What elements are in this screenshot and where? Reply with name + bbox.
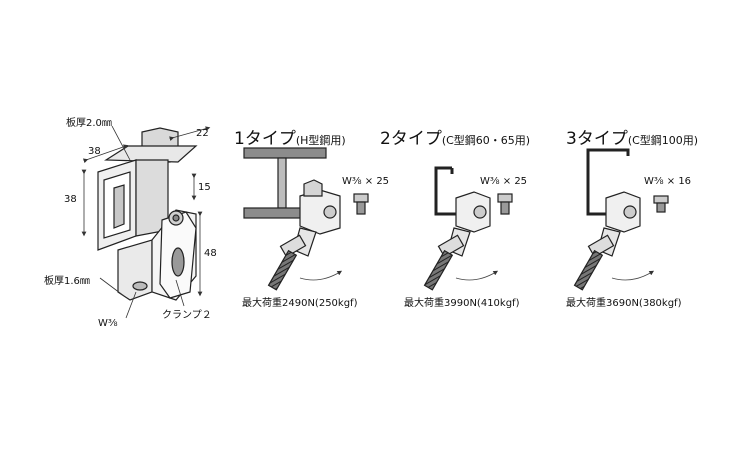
type-2-title: 2タイプ(C型鋼60・65用): [380, 124, 530, 149]
type-1-title: 1タイプ(H型鋼用): [234, 124, 346, 149]
rotation-arrow: [299, 270, 343, 281]
dim-top-width: 38: [88, 146, 101, 157]
h-beam-top-flange: [243, 147, 327, 159]
dim-gap: 15: [198, 182, 211, 193]
bolt-spec: W⅜: [98, 318, 118, 329]
type-3-title: 3タイプ(C型鋼100用): [566, 124, 698, 149]
plate-thickness-upper: 板厚2.0㎜: [66, 118, 112, 129]
type-2-drawing: [423, 166, 513, 291]
type-2-max-load: 最大荷重3990N(410kgf): [404, 298, 520, 309]
type-3-subtitle: (C型鋼100用): [627, 134, 699, 147]
dim-right-height: 48: [204, 248, 217, 259]
h-beam-web: [277, 157, 287, 209]
dim-left-height: 38: [64, 194, 77, 205]
type-2-number: 2タイプ: [380, 129, 442, 149]
rotation-arrow: [611, 270, 655, 281]
type-3-bolt-spec: W⅜ × 16: [644, 176, 692, 187]
threaded-rod: [267, 249, 298, 291]
rotation-arrow: [455, 270, 499, 281]
dim-bolt: 22: [196, 128, 209, 139]
type-1-number: 1タイプ: [234, 129, 296, 149]
c-channel-60: [434, 166, 474, 216]
clamp-assembly-drawing: [97, 127, 198, 301]
type-2-bolt-spec: W⅜ × 25: [480, 176, 528, 187]
c-channel-100: [586, 148, 630, 216]
threaded-rod: [573, 249, 604, 291]
clamp-2-label: クランプ２: [162, 310, 212, 321]
type-1-subtitle: (H型鋼用): [295, 134, 346, 147]
type-3-number: 3タイプ: [566, 129, 628, 149]
threaded-rod: [423, 249, 454, 291]
type-1-max-load: 最大荷重2490N(250kgf): [242, 298, 358, 309]
type-3-max-load: 最大荷重3690N(380kgf): [566, 298, 682, 309]
dimension-lines: [81, 125, 211, 319]
type-1-drawing: [243, 147, 369, 291]
type-1-bolt-spec: W⅜ × 25: [342, 176, 390, 187]
lower-plate: [117, 239, 153, 301]
type-2-subtitle: (C型鋼60・65用): [441, 134, 531, 147]
type-3-drawing: [573, 148, 669, 291]
plate-thickness-lower: 板厚1.6㎜: [44, 276, 90, 287]
